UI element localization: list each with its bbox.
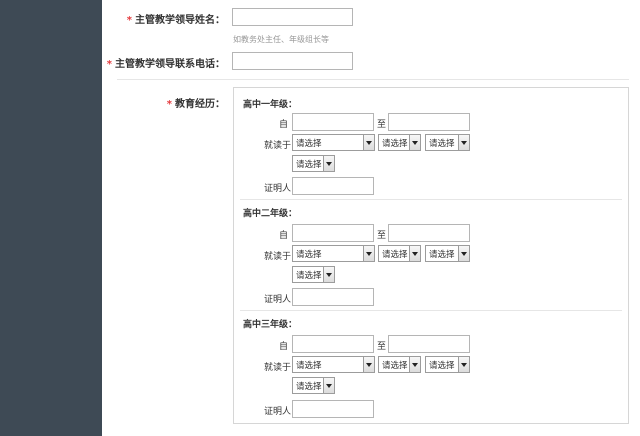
form-divider bbox=[117, 79, 629, 80]
grade-separator bbox=[240, 199, 622, 200]
chevron-down-icon bbox=[323, 267, 334, 282]
end-date-input[interactable] bbox=[388, 335, 470, 353]
province-select[interactable]: 请选择 bbox=[292, 245, 375, 262]
grade-title: 高中三年级： bbox=[243, 320, 298, 330]
chevron-down-icon bbox=[409, 246, 420, 261]
witness-input[interactable] bbox=[292, 288, 374, 306]
city-select[interactable]: 请选择 bbox=[378, 134, 421, 151]
chevron-down-icon bbox=[409, 357, 420, 372]
from-label: 自 bbox=[279, 231, 289, 241]
chevron-down-icon bbox=[363, 357, 374, 372]
witness-input[interactable] bbox=[292, 400, 374, 418]
chevron-down-icon bbox=[323, 378, 334, 393]
grade-separator bbox=[240, 310, 622, 311]
start-date-input[interactable] bbox=[292, 113, 374, 131]
chevron-down-icon bbox=[458, 135, 469, 150]
end-date-input[interactable] bbox=[388, 113, 470, 131]
to-label: 至 bbox=[377, 231, 387, 241]
leader-name-input[interactable] bbox=[232, 8, 353, 26]
leader-phone-input[interactable] bbox=[232, 52, 353, 70]
study-label: 就读于 bbox=[264, 363, 292, 373]
chevron-down-icon bbox=[458, 246, 469, 261]
province-select[interactable]: 请选择 bbox=[292, 134, 375, 151]
district-select[interactable]: 请选择 bbox=[425, 245, 470, 262]
grade-title: 高中一年级： bbox=[243, 100, 298, 110]
chevron-down-icon bbox=[409, 135, 420, 150]
chevron-down-icon bbox=[323, 156, 334, 171]
start-date-input[interactable] bbox=[292, 224, 374, 242]
chevron-down-icon bbox=[458, 357, 469, 372]
study-label: 就读于 bbox=[264, 141, 292, 151]
required-mark: * bbox=[106, 59, 112, 70]
district-select[interactable]: 请选择 bbox=[425, 134, 470, 151]
district-select[interactable]: 请选择 bbox=[425, 356, 470, 373]
from-label: 自 bbox=[279, 342, 289, 352]
leader-name-hint: 如教务处主任、年级组长等 bbox=[233, 35, 329, 44]
witness-input[interactable] bbox=[292, 177, 374, 195]
leader-name-label: *主管教学领导姓名： bbox=[126, 15, 225, 26]
chevron-down-icon bbox=[363, 135, 374, 150]
witness-label: 证明人 bbox=[264, 407, 292, 417]
school-select[interactable]: 请选择 bbox=[292, 377, 335, 394]
sidebar bbox=[0, 0, 102, 436]
from-label: 自 bbox=[279, 120, 289, 130]
city-select[interactable]: 请选择 bbox=[378, 356, 421, 373]
leader-phone-label: *主管教学领导联系电话： bbox=[106, 59, 225, 70]
school-select[interactable]: 请选择 bbox=[292, 155, 335, 172]
education-label: *教育经历： bbox=[166, 99, 225, 110]
study-label: 就读于 bbox=[264, 252, 292, 262]
city-select[interactable]: 请选择 bbox=[378, 245, 421, 262]
witness-label: 证明人 bbox=[264, 184, 292, 194]
start-date-input[interactable] bbox=[292, 335, 374, 353]
school-select[interactable]: 请选择 bbox=[292, 266, 335, 283]
required-mark: * bbox=[166, 99, 172, 110]
end-date-input[interactable] bbox=[388, 224, 470, 242]
to-label: 至 bbox=[377, 342, 387, 352]
witness-label: 证明人 bbox=[264, 295, 292, 305]
to-label: 至 bbox=[377, 120, 387, 130]
province-select[interactable]: 请选择 bbox=[292, 356, 375, 373]
required-mark: * bbox=[126, 15, 132, 26]
chevron-down-icon bbox=[363, 246, 374, 261]
grade-title: 高中二年级： bbox=[243, 209, 298, 219]
